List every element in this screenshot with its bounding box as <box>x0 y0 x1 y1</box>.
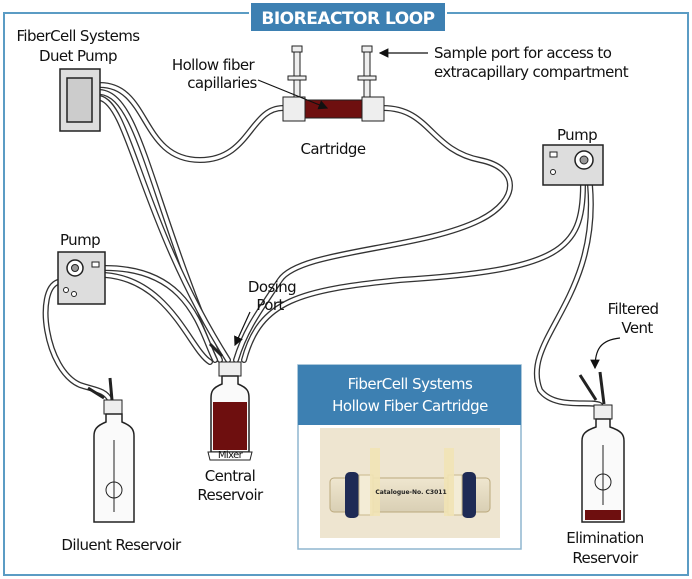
pump-right <box>542 144 604 186</box>
photo-catalogue-label: Catalogue-No. C3011 <box>375 489 446 496</box>
diagram-title: BIOREACTOR LOOP <box>261 9 434 29</box>
duet-pump-label-2: Duet Pump <box>39 47 117 65</box>
filtered-vent-label-2: Vent <box>621 319 653 337</box>
tube <box>97 82 286 164</box>
cartridge-photo-panel: FiberCell Systems Hollow Fiber Cartridge… <box>297 364 522 550</box>
sample-port-label-2: extracapillary compartment <box>434 63 629 81</box>
duet-pump-label-1: FiberCell Systems <box>17 27 141 45</box>
pump-right-label: Pump <box>557 126 597 144</box>
tube <box>42 279 113 403</box>
filtered-vent-label-1: Filtered <box>608 300 659 318</box>
tube <box>533 182 603 408</box>
tube <box>102 265 218 363</box>
cartridge-photo: Catalogue-No. C3011 <box>320 428 500 538</box>
tube <box>241 182 586 363</box>
dosing-port-label-2: Port <box>256 296 284 314</box>
filtered-vent-arrow <box>590 337 621 370</box>
hollow-fiber-label-1: Hollow fiber <box>172 56 256 74</box>
dosing-port-arrow <box>234 311 251 347</box>
title-banner: BIOREACTOR LOOP <box>249 1 447 33</box>
tube <box>97 95 231 363</box>
central-reservoir-label-2: Reservoir <box>197 486 264 504</box>
hollow-fiber-label-2: capillaries <box>187 74 257 92</box>
pump-left-label: Pump <box>60 231 100 249</box>
sample-port-right <box>357 45 377 98</box>
diluent-reservoir-label: Diluent Reservoir <box>61 536 182 554</box>
central-reservoir <box>207 342 253 461</box>
elimination-reservoir <box>578 371 625 523</box>
mixer-label: Mixer <box>218 450 244 461</box>
diluent-reservoir <box>87 377 135 523</box>
duet-pump <box>59 68 101 132</box>
photo-title-1: FiberCell Systems <box>348 375 473 393</box>
cartridge <box>282 45 385 122</box>
central-reservoir-label-1: Central <box>205 467 255 485</box>
dosing-port-label-1: Dosing <box>248 278 296 296</box>
sample-port-left <box>287 45 307 98</box>
pump-left <box>57 251 106 305</box>
elimination-reservoir-label-2: Reservoir <box>572 549 639 567</box>
tube <box>233 105 513 363</box>
tubing <box>42 82 603 408</box>
photo-title-2: Hollow Fiber Cartridge <box>332 397 488 415</box>
cartridge-label: Cartridge <box>301 140 366 158</box>
elimination-reservoir-label-1: Elimination <box>566 529 644 547</box>
tube <box>102 272 213 365</box>
hollow-fiber-arrow <box>257 79 329 110</box>
sample-port-label-1: Sample port for access to <box>434 44 612 62</box>
